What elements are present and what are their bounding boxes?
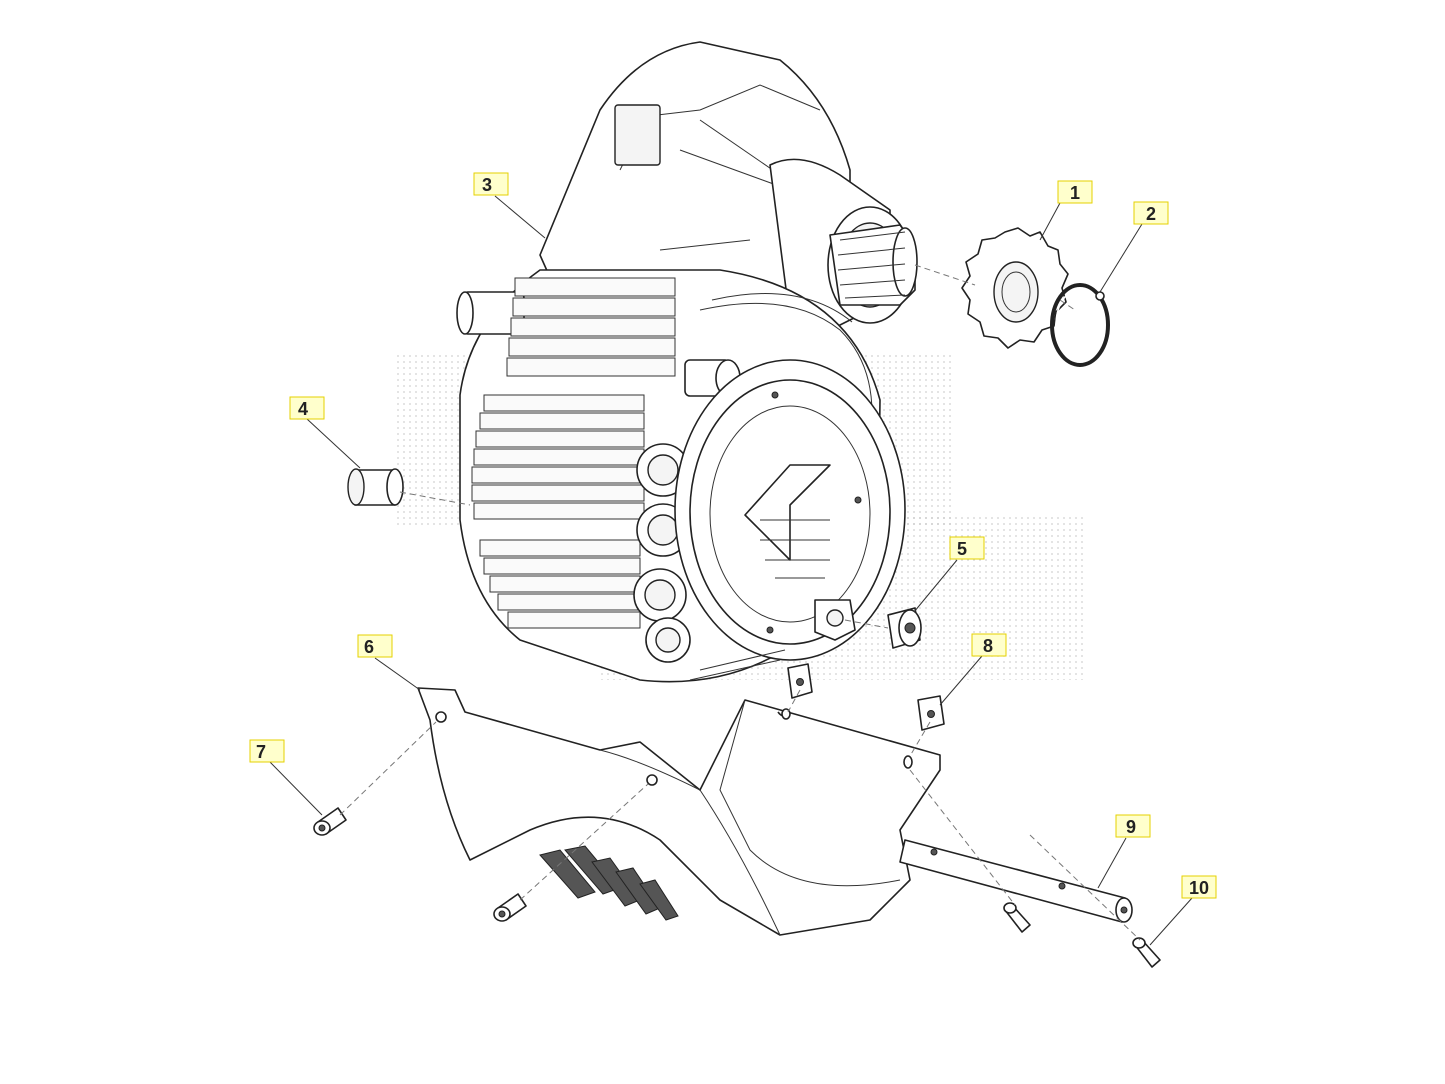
vent-slots bbox=[539, 845, 679, 921]
callout-3: 3 bbox=[473, 172, 509, 196]
svg-text:8: 8 bbox=[983, 636, 993, 656]
clip-nut-1 bbox=[787, 663, 813, 699]
svg-text:5: 5 bbox=[957, 539, 967, 559]
callout-9: 9 bbox=[1115, 814, 1151, 838]
callout-10: 10 bbox=[1181, 875, 1217, 899]
bolt-10a bbox=[1003, 902, 1031, 933]
svg-text:7: 7 bbox=[256, 742, 266, 762]
skid-plate bbox=[417, 687, 941, 936]
assembly-lines bbox=[339, 264, 1141, 941]
sprocket bbox=[961, 227, 1069, 349]
svg-text:10: 10 bbox=[1189, 878, 1209, 898]
callout-1: 1 bbox=[1057, 180, 1093, 204]
callout-5: 5 bbox=[949, 536, 985, 560]
callout-7: 7 bbox=[249, 739, 285, 763]
mounting-rod bbox=[899, 839, 1133, 923]
cooling-fins bbox=[471, 277, 676, 629]
motor-housing bbox=[456, 41, 918, 683]
callout-4: 4 bbox=[289, 396, 325, 420]
svg-text:9: 9 bbox=[1126, 817, 1136, 837]
spacer-5 bbox=[887, 607, 922, 649]
bolt-7b bbox=[493, 893, 527, 922]
svg-text:4: 4 bbox=[298, 399, 308, 419]
circlip bbox=[1050, 283, 1110, 367]
leader-lines bbox=[267, 195, 1193, 946]
bolt-10b bbox=[1132, 937, 1161, 968]
bolt-7a bbox=[313, 807, 347, 836]
side-cover bbox=[674, 359, 906, 661]
clip-nut-2 bbox=[917, 695, 945, 731]
svg-text:3: 3 bbox=[482, 175, 492, 195]
svg-text:6: 6 bbox=[364, 637, 374, 657]
callout-6: 6 bbox=[357, 634, 393, 658]
spacer-4 bbox=[347, 468, 404, 506]
callout-2: 2 bbox=[1133, 201, 1169, 225]
callout-8: 8 bbox=[971, 633, 1007, 657]
svg-text:2: 2 bbox=[1146, 204, 1156, 224]
svg-text:1: 1 bbox=[1070, 183, 1080, 203]
